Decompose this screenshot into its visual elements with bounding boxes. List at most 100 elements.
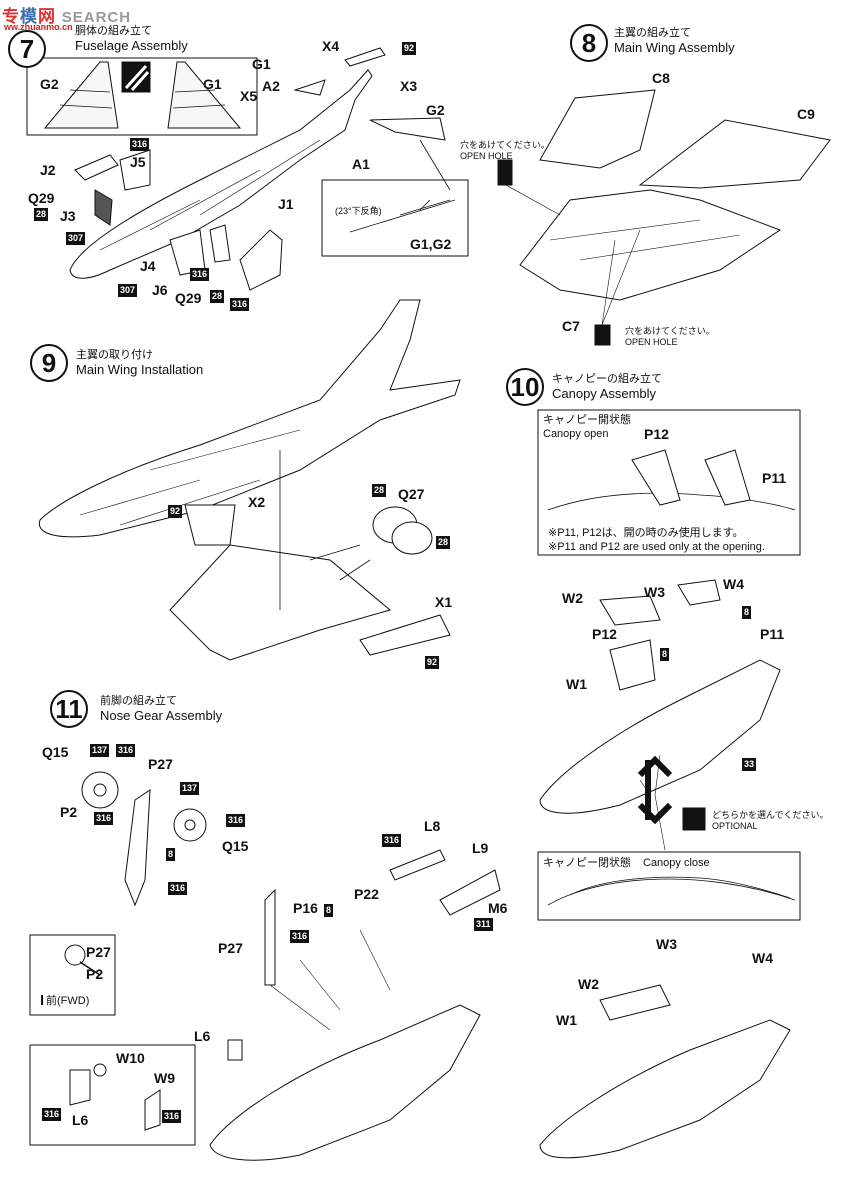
part-label: P2 xyxy=(60,804,78,820)
step-11-title-en: Nose Gear Assembly xyxy=(100,708,223,723)
color-badge: 137 xyxy=(180,782,200,795)
part-label: W1 xyxy=(566,676,587,692)
p11-p12-note-en: ※P11 and P12 are used only at the openin… xyxy=(548,541,765,553)
part-label: X4 xyxy=(322,38,340,54)
canopy-close-label-jp: キャノピー閉状態 xyxy=(543,857,631,869)
part-label: G1 xyxy=(252,56,271,72)
open-hole-note-jp: 穴をあけてください。 xyxy=(460,140,550,150)
canopy-open-label-jp: キャノピー開状態 xyxy=(543,414,631,426)
part-label: J5 xyxy=(130,154,146,170)
part-label: A2 xyxy=(262,78,280,94)
part-label: G2 xyxy=(426,102,445,118)
part-label: J6 xyxy=(152,282,168,298)
part-label: C7 xyxy=(562,318,580,334)
part-label: P2 xyxy=(86,966,104,982)
color-badge: 92 xyxy=(168,505,183,518)
step-7-title-en: Fuselage Assembly xyxy=(75,38,188,53)
part-label: L6 xyxy=(194,1028,211,1044)
watermark-url: ww.zhuanmo.cn xyxy=(4,22,73,32)
color-badge: 28 xyxy=(372,484,387,497)
part-label: W4 xyxy=(752,950,773,966)
part-label: W4 xyxy=(723,576,744,592)
part-label: X5 xyxy=(240,88,258,104)
part-label: L6 xyxy=(72,1112,89,1128)
part-label: W2 xyxy=(578,976,599,992)
part-label: X1 xyxy=(435,594,453,610)
step-11-title-jp: 前脚の組み立て xyxy=(100,695,177,707)
step-8-title-jp: 主翼の組み立て xyxy=(614,27,691,39)
part-label: P22 xyxy=(354,886,379,902)
step-7-number: 7 xyxy=(8,30,46,68)
color-badge: 8 xyxy=(324,904,334,917)
p11-p12-note-jp: ※P11, P12は、開の時のみ使用します。 xyxy=(548,527,744,539)
part-label: Q15 xyxy=(222,838,249,854)
color-badge: 8 xyxy=(166,848,176,861)
part-label: X3 xyxy=(400,78,418,94)
color-badge: 316 xyxy=(230,298,250,311)
part-label: P12 xyxy=(644,426,669,442)
part-label: P16 xyxy=(293,900,318,916)
part-label: W2 xyxy=(562,590,583,606)
step-9-title-en: Main Wing Installation xyxy=(76,362,204,377)
color-badge: 28 xyxy=(34,208,49,221)
color-badge: 307 xyxy=(66,232,86,245)
open-hole-note-jp: 穴をあけてください。 xyxy=(625,326,715,336)
color-badge: 33 xyxy=(742,758,757,771)
canopy-close-label-en: Canopy close xyxy=(643,857,710,869)
watermark-logo: 专模网 SEARCH xyxy=(2,7,132,26)
color-badge: 316 xyxy=(290,930,310,943)
color-badge: 316 xyxy=(130,138,150,151)
step-10-title-en: Canopy Assembly xyxy=(552,386,657,401)
part-label: W3 xyxy=(644,584,665,600)
step-7-title-jp: 胴体の組み立て xyxy=(75,25,152,37)
color-badge: 92 xyxy=(425,656,440,669)
part-label: P11 xyxy=(762,470,787,486)
part-label: W10 xyxy=(116,1050,145,1066)
color-badge: 307 xyxy=(118,284,138,297)
part-label: J2 xyxy=(40,162,56,178)
color-badge: 316 xyxy=(382,834,402,847)
part-label: Q27 xyxy=(398,486,425,502)
part-label: W1 xyxy=(556,1012,577,1028)
part-label: C8 xyxy=(652,70,670,86)
part-label: P27 xyxy=(86,944,111,960)
part-label: P12 xyxy=(592,626,617,642)
optional-note-jp: どちらかを選んでください。 xyxy=(712,810,829,820)
forward-direction-label: 前(FWD) xyxy=(46,995,90,1007)
color-badge: 316 xyxy=(168,882,188,895)
part-label: G1 xyxy=(203,76,222,92)
step-8-number: 8 xyxy=(570,24,608,62)
canopy-open-label-en: Canopy open xyxy=(543,428,609,440)
part-label: A1 xyxy=(352,156,370,172)
open-hole-note-en: OPEN HOLE xyxy=(460,151,513,161)
part-label: L8 xyxy=(424,818,441,834)
color-badge: 316 xyxy=(226,814,246,827)
color-badge: 316 xyxy=(116,744,136,757)
part-label: X2 xyxy=(248,494,266,510)
part-label: J1 xyxy=(278,196,294,212)
step-10-number: 10 xyxy=(506,368,544,406)
part-label: Q29 xyxy=(175,290,202,306)
step-9-number: 9 xyxy=(30,344,68,382)
step-10-title-jp: キャノピーの組み立て xyxy=(552,373,662,385)
color-badge: 8 xyxy=(660,648,670,661)
color-badge: 316 xyxy=(94,812,114,825)
dihedral-parts: G1,G2 xyxy=(410,236,452,252)
part-label: J4 xyxy=(140,258,156,274)
part-label: P27 xyxy=(148,756,173,772)
part-label: C9 xyxy=(797,106,815,122)
part-label: W3 xyxy=(656,936,677,952)
part-label: Q15 xyxy=(42,744,69,760)
color-badge: 316 xyxy=(162,1110,182,1123)
part-label: W9 xyxy=(154,1070,175,1086)
part-label: J3 xyxy=(60,208,76,224)
color-badge: 316 xyxy=(190,268,210,281)
part-label: L9 xyxy=(472,840,489,856)
color-badge: 28 xyxy=(436,536,451,549)
part-label: P27 xyxy=(218,940,243,956)
color-badge: 8 xyxy=(742,606,752,619)
step-11-number: 11 xyxy=(50,690,88,728)
optional-note-en: OPTIONAL xyxy=(712,821,758,831)
dihedral-note: (23°下反角) xyxy=(335,206,382,216)
